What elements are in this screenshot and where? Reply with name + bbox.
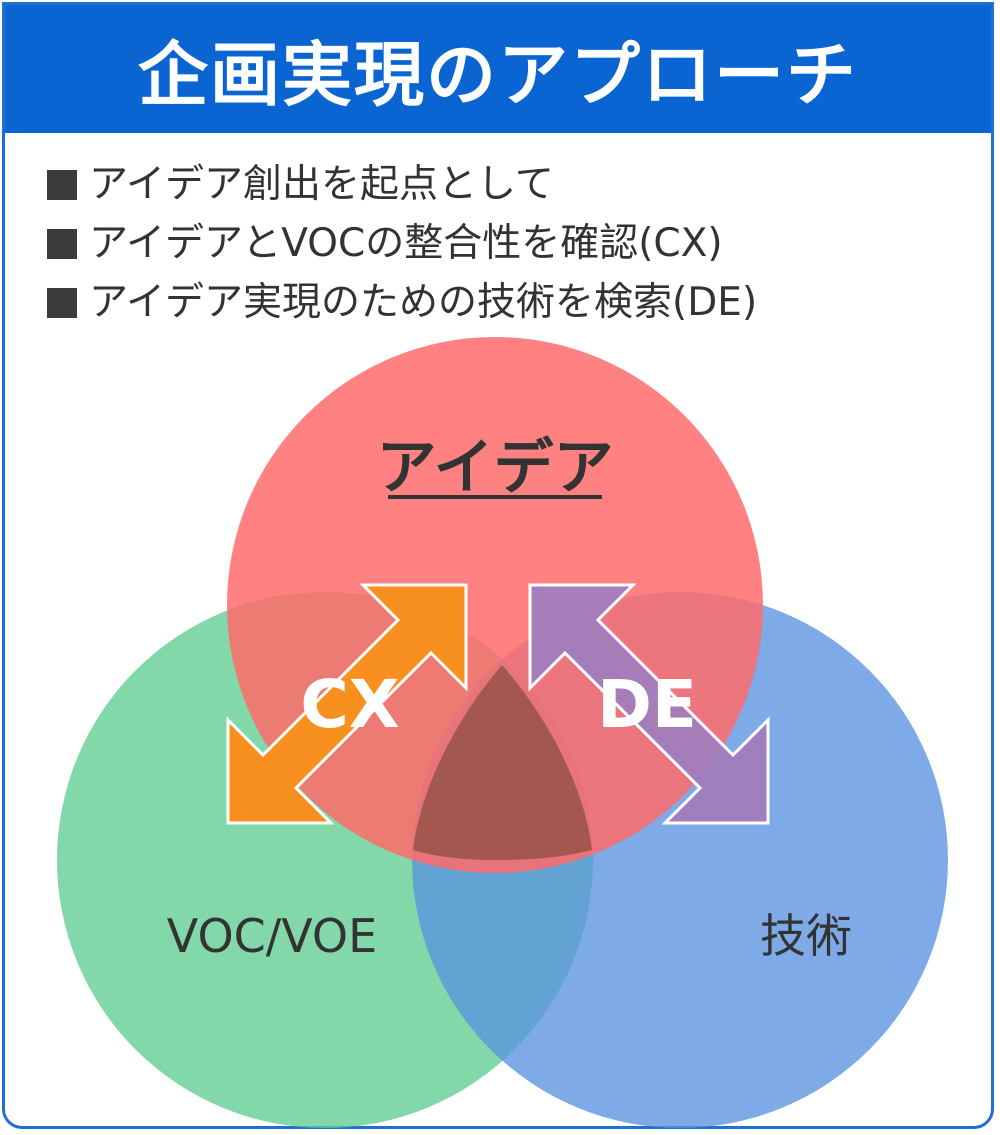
idea-circle (227, 337, 763, 873)
bullet-item: アイデア実現のための技術を検索(DE) (47, 273, 757, 332)
square-bullet-icon (47, 228, 77, 259)
square-bullet-icon (47, 169, 77, 200)
de-arrow (528, 583, 770, 825)
tech-label: 技術 (760, 909, 852, 963)
bullet-list: アイデア創出を起点として アイデアとVOCの整合性を確認(CX) アイデア実現の… (47, 155, 757, 332)
de-label: DE (597, 666, 697, 743)
bullet-text: アイデア実現のための技術を検索(DE) (89, 280, 758, 325)
center-overlap (413, 665, 592, 860)
square-bullet-icon (47, 287, 77, 318)
page-title: 企画実現のアプローチ (5, 5, 991, 133)
bullet-item: アイデアとVOCの整合性を確認(CX) (47, 214, 757, 273)
idea-label: アイデア (377, 433, 614, 503)
cx-arrow (226, 583, 468, 825)
bullet-text: アイデアとVOCの整合性を確認(CX) (89, 221, 723, 266)
bullet-text: アイデア創出を起点として (89, 162, 554, 207)
voc-label: VOC/VOE (167, 909, 377, 963)
bullet-item: アイデア創出を起点として (47, 155, 757, 214)
cx-label: CX (300, 666, 399, 743)
